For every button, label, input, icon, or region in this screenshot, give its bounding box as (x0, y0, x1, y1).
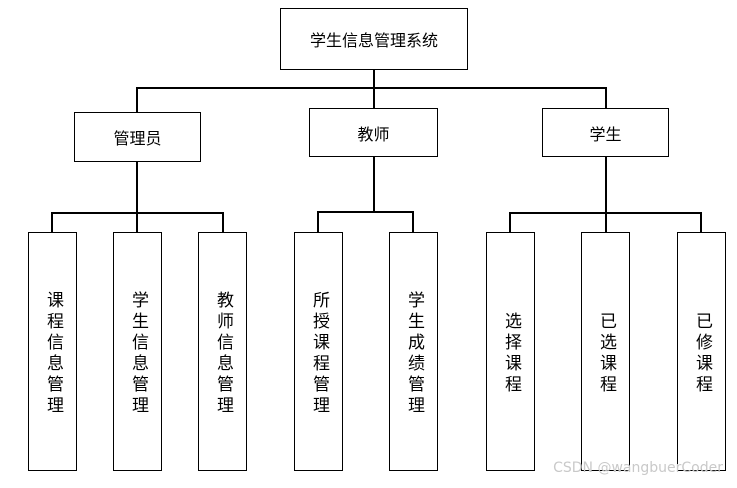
module-teacher-info-management: 教师信息管理 (198, 232, 247, 471)
admin-down-connector (136, 162, 138, 213)
root-node-label: 学生信息管理系统 (309, 31, 438, 50)
watermark: CSDN @wangbuerCoder (553, 460, 723, 476)
module-label: 已选课程 (596, 311, 616, 396)
teacher-module-bus (317, 211, 414, 213)
role-label-admin: 管理员 (113, 129, 162, 148)
admin-module-1-connector (51, 212, 53, 233)
module-select-course: 选择课程 (486, 232, 535, 471)
role-node-student: 学生 (542, 108, 669, 157)
module-label: 课程信息管理 (43, 290, 63, 417)
module-student-info-management: 学生信息管理 (113, 232, 162, 471)
module-label: 学生信息管理 (128, 290, 148, 417)
module-label: 所授课程管理 (309, 290, 329, 417)
admin-module-2-connector (136, 212, 138, 233)
module-label: 选择课程 (501, 311, 521, 396)
module-student-grade-management: 学生成绩管理 (389, 232, 438, 471)
module-completed-courses: 已修课程 (677, 232, 726, 471)
teacher-up-connector (373, 87, 375, 108)
admin-module-3-connector (222, 212, 224, 233)
root-node: 学生信息管理系统 (280, 8, 468, 70)
module-label: 教师信息管理 (213, 290, 233, 417)
module-label: 学生成绩管理 (404, 290, 424, 417)
teacher-module-1-connector (317, 211, 319, 233)
role-label-teacher: 教师 (357, 124, 390, 144)
student-module-3-connector (700, 212, 702, 233)
module-course-info-management: 课程信息管理 (28, 232, 77, 471)
admin-up-connector (136, 87, 138, 112)
teacher-module-2-connector (412, 211, 414, 233)
student-up-connector (605, 87, 607, 108)
role-node-admin: 管理员 (74, 112, 201, 162)
role-node-teacher: 教师 (309, 108, 438, 157)
role-label-student: 学生 (589, 124, 622, 144)
module-taught-course-management: 所授课程管理 (294, 232, 343, 471)
student-module-1-connector (509, 212, 511, 233)
teacher-down-connector (373, 157, 375, 212)
student-down-connector (605, 157, 607, 213)
student-module-2-connector (605, 212, 607, 233)
root-down-connector (373, 70, 375, 88)
role-level-bus (136, 87, 607, 89)
module-selected-courses: 已选课程 (581, 232, 630, 471)
module-label: 已修课程 (692, 311, 712, 396)
